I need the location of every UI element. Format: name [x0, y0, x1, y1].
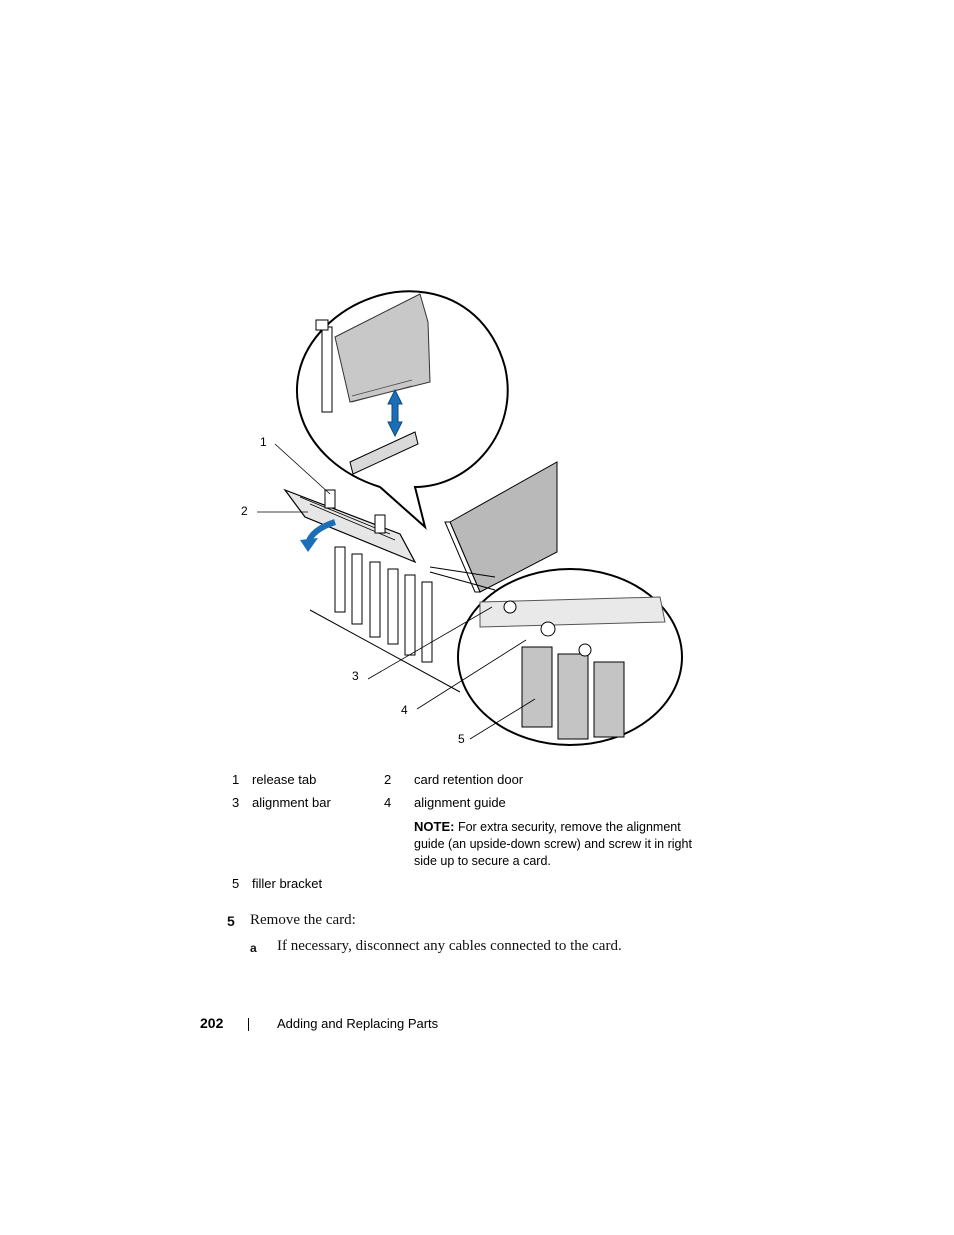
- callout-5: 5: [458, 732, 465, 746]
- legend-number: 2: [384, 772, 392, 787]
- legend-label: alignment bar: [252, 795, 331, 810]
- footer-section-title: Adding and Replacing Parts: [277, 1016, 439, 1031]
- filler-brackets: [334, 546, 433, 663]
- page-number: 202: [200, 1015, 224, 1031]
- note-label: NOTE:: [414, 819, 455, 834]
- callout-2: 2: [241, 504, 248, 518]
- substep-letter: a: [250, 941, 257, 955]
- callout-3: 3: [352, 669, 359, 683]
- legend-row: 3 alignment bar 4 alignment guide: [232, 795, 712, 818]
- legend-label: release tab: [252, 772, 317, 787]
- legend-label: card retention door: [414, 772, 524, 787]
- legend-row: 1 release tab 2 card retention door: [232, 772, 712, 795]
- legend-number: 4: [384, 795, 392, 810]
- step-text: Remove the card:: [250, 912, 356, 928]
- card-retention-illustration: 1 2 3 4 5: [230, 272, 690, 752]
- figure-legend: 1 release tab 2 card retention door 3 al…: [232, 772, 712, 899]
- legend-note-row: NOTE: For extra security, remove the ali…: [232, 818, 712, 876]
- legend-number: 3: [232, 795, 240, 810]
- substep-text: If necessary, disconnect any cables conn…: [277, 938, 622, 954]
- legend-number: 1: [232, 772, 240, 787]
- legend-label: alignment guide: [414, 795, 506, 810]
- note-text: For extra security, remove the alignment…: [414, 820, 692, 868]
- card-magnified-view: [296, 290, 509, 530]
- footer-divider: [248, 1018, 249, 1031]
- legend-label: filler bracket: [252, 876, 323, 891]
- legend-number: 5: [232, 876, 240, 891]
- legend-row: 5 filler bracket: [232, 876, 712, 899]
- alignment-magnified-view: [429, 566, 683, 746]
- callout-4: 4: [401, 703, 408, 717]
- step-number: 5: [227, 913, 235, 929]
- callout-1: 1: [260, 435, 267, 449]
- note-callout: NOTE: For extra security, remove the ali…: [414, 818, 714, 870]
- card-retention-door: [283, 488, 417, 564]
